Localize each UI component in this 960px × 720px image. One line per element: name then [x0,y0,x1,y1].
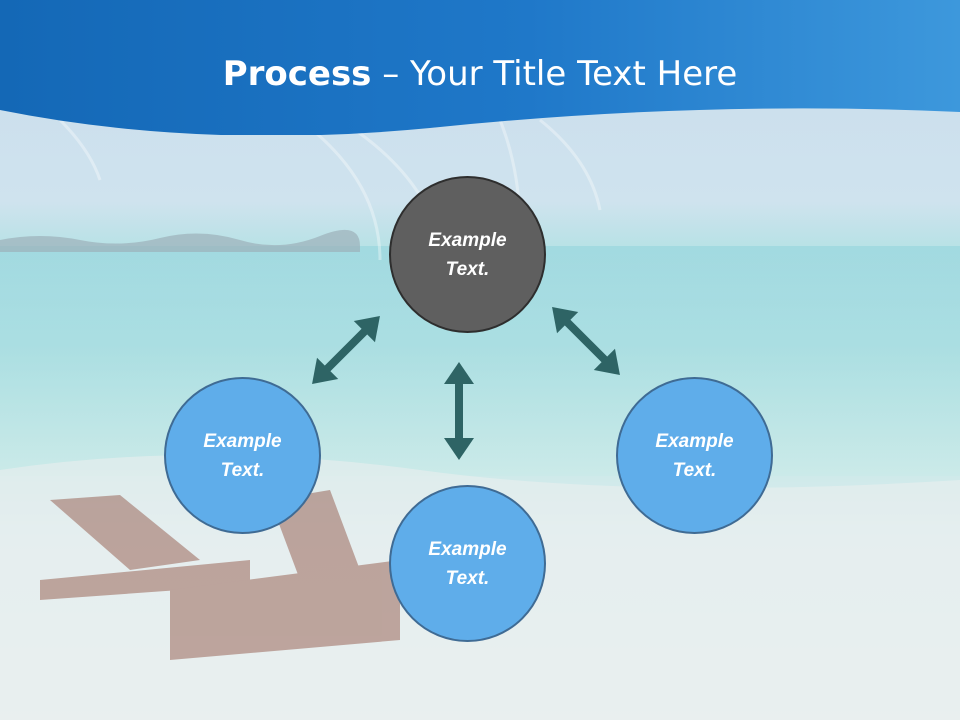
double-arrow-left [312,316,380,384]
process-node-right: Example Text. [616,377,773,534]
double-arrow-vertical [444,362,474,460]
process-node-bottom: Example Text. [389,485,546,642]
process-node-top: Example Text. [389,176,546,333]
title-rest: – Your Title Text Here [371,54,738,94]
double-arrow-right [552,307,620,375]
title-bold: Process [222,54,372,94]
slide-title: Process – Your Title Text Here [0,52,960,96]
distant-island [0,229,360,252]
header-band [0,0,960,135]
process-node-left: Example Text. [164,377,321,534]
